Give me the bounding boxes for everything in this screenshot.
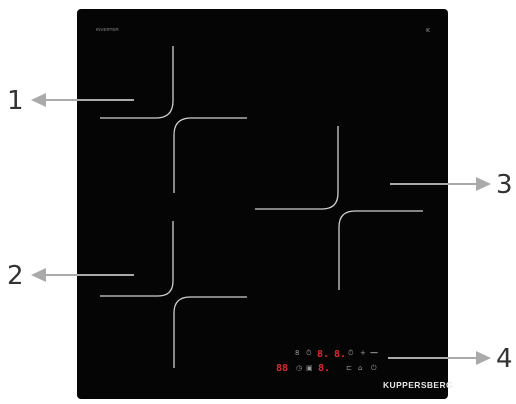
lock-icon[interactable]: ▣ xyxy=(306,364,313,372)
clock-icon-2[interactable]: ◷ xyxy=(296,364,303,372)
timer-icon[interactable]: ⏱ xyxy=(306,349,312,357)
zone-level-display-right: 8. xyxy=(334,349,346,360)
boost-icon[interactable]: ⌂ xyxy=(358,364,362,372)
minus-slider-button[interactable]: — xyxy=(370,348,378,357)
plus-button[interactable]: + xyxy=(360,349,366,357)
timer-digit: 8 xyxy=(295,349,299,357)
callout-number-3: 3 xyxy=(496,170,513,200)
pause-icon[interactable]: ⊏ xyxy=(346,364,352,372)
power-level-display: 8. xyxy=(318,363,330,374)
callout-number-2: 2 xyxy=(7,261,24,291)
inverter-label: INVERTER xyxy=(96,27,119,32)
clock-icon[interactable]: ⏱ xyxy=(348,349,354,357)
callout-number-1: 1 xyxy=(7,86,24,116)
glass-cooktop-panel xyxy=(77,9,448,399)
zone-level-display-left: 8. xyxy=(317,349,329,360)
brand-logo: KUPPERSBERG xyxy=(383,380,453,390)
power-icon[interactable]: ⏻ xyxy=(371,364,377,372)
timer-display: 88 xyxy=(276,363,288,374)
callout-number-4: 4 xyxy=(496,344,513,374)
